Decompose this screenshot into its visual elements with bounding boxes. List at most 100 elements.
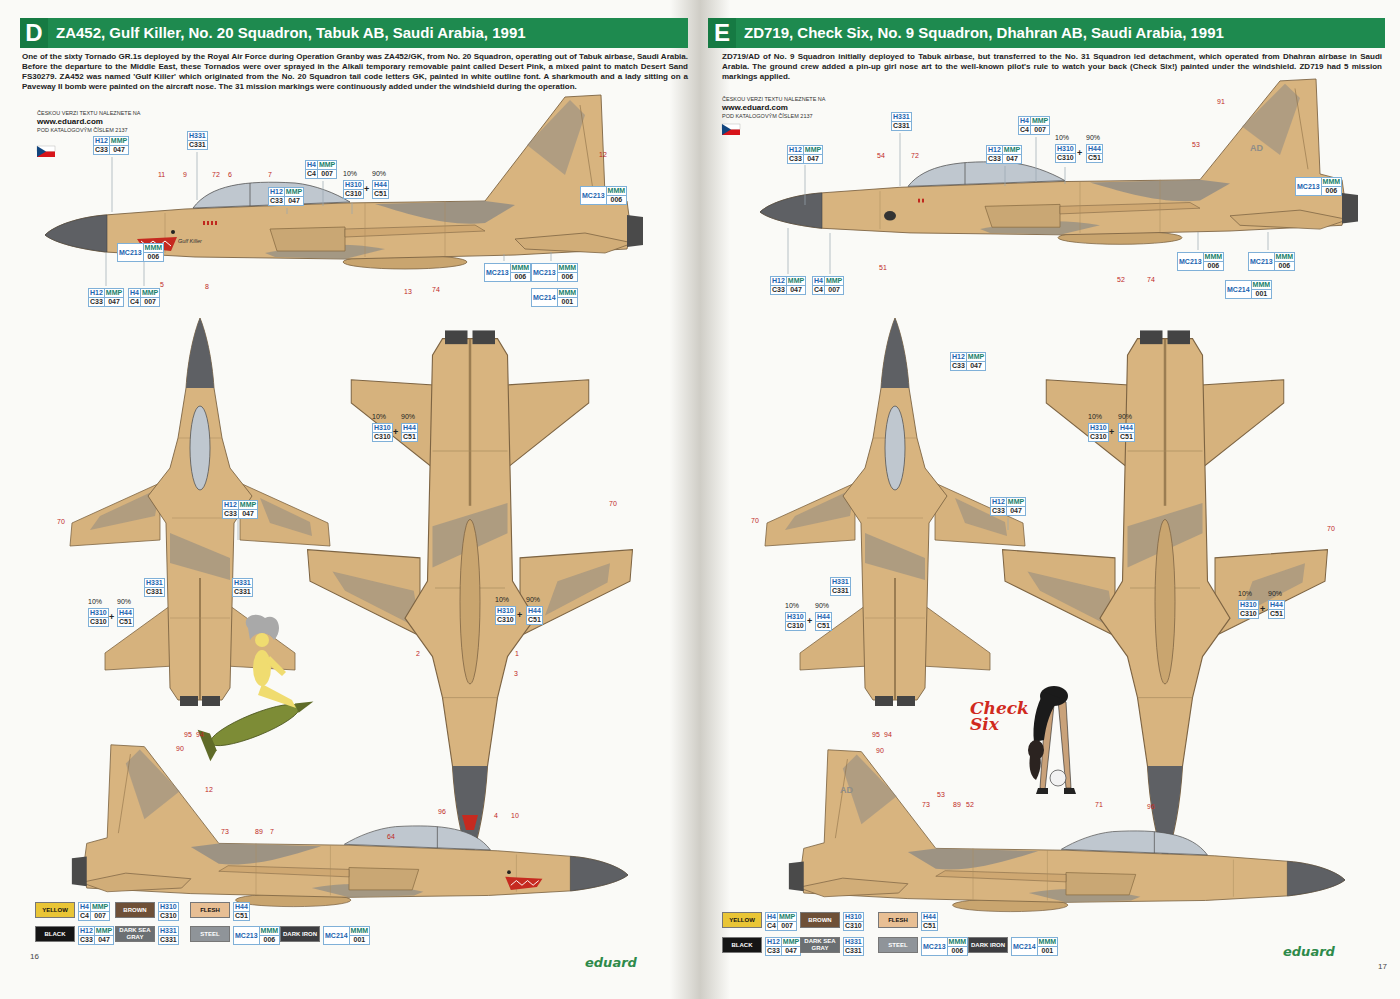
color-name: DARK SEA GRAY bbox=[116, 927, 154, 941]
paint-code: MC214 bbox=[1011, 937, 1038, 956]
callout-number: 96 bbox=[438, 808, 446, 816]
callout-number: 64 bbox=[387, 833, 395, 841]
paint-code: C310 bbox=[843, 921, 864, 931]
paint-code: C310 bbox=[88, 617, 109, 627]
paint-code: C331 bbox=[187, 140, 208, 150]
callout-number: 73 bbox=[922, 801, 930, 809]
paint-code: C51 bbox=[1118, 432, 1135, 442]
aircraft-bottom-view bbox=[308, 330, 633, 862]
color-name: BLACK bbox=[45, 931, 66, 938]
color-swatch: DARK IRON bbox=[280, 926, 320, 942]
paint-code-box: H12MMPC33047 bbox=[78, 926, 113, 944]
callout-number: 70 bbox=[57, 518, 65, 526]
callout-number: 9 bbox=[183, 171, 187, 179]
callout-number: 11 bbox=[158, 171, 165, 179]
paint-code-box: H331C331 bbox=[144, 578, 164, 596]
leader-lines bbox=[551, 252, 552, 261]
paint-code: MC213 bbox=[1177, 252, 1204, 271]
color-swatch: FLESH bbox=[190, 902, 230, 918]
paint-code-box: MC213MMM006 bbox=[1295, 177, 1341, 195]
aircraft-side-view bbox=[211, 221, 213, 225]
paint-code-box: H4MMPC4007 bbox=[305, 160, 336, 178]
paint-code: 047 bbox=[803, 154, 823, 164]
paint-code-box: MC213MMM006 bbox=[580, 186, 626, 204]
sharkmouth bbox=[462, 815, 478, 830]
mix-plus: + bbox=[1260, 605, 1265, 614]
callout-number: 94 bbox=[196, 731, 204, 739]
callout-number: 52 bbox=[966, 801, 974, 809]
paint-code: C51 bbox=[1268, 609, 1285, 619]
aircraft-top-view bbox=[885, 406, 905, 490]
leader-lines bbox=[106, 133, 1268, 540]
aircraft-top-view bbox=[70, 318, 330, 706]
callout-number: 8 bbox=[205, 283, 209, 291]
option-letter: D bbox=[20, 18, 48, 48]
callout-number: 2 bbox=[416, 650, 420, 658]
paint-code: C310 bbox=[1088, 432, 1109, 442]
paint-code: 047 bbox=[786, 285, 806, 295]
tail-code: AD bbox=[840, 785, 853, 795]
color-name: STEEL bbox=[888, 942, 907, 949]
paint-code: 047 bbox=[1002, 154, 1022, 164]
paint-code: 006 bbox=[1321, 186, 1343, 196]
callout-number: 96 bbox=[1147, 803, 1155, 811]
leader-lines bbox=[1036, 137, 1037, 182]
paint-code: C33 bbox=[770, 285, 787, 295]
nose-art-lady bbox=[253, 650, 271, 686]
mix-plus: + bbox=[1077, 149, 1082, 158]
paint-code: 006 bbox=[606, 195, 628, 205]
paint-code: 006 bbox=[1274, 261, 1296, 271]
color-name: FLESH bbox=[200, 907, 220, 914]
color-swatch: DARK SEA GRAY bbox=[800, 937, 840, 953]
color-swatch: STEEL bbox=[190, 926, 230, 942]
aircraft-top-view bbox=[765, 318, 1025, 706]
paint-code: 006 bbox=[947, 946, 969, 956]
paint-code-box: H12MMPC33047 bbox=[986, 145, 1021, 163]
paint-code-box: H331C331 bbox=[187, 131, 207, 149]
aircraft-side-view bbox=[72, 745, 628, 907]
leader-lines bbox=[788, 228, 789, 274]
aircraft-side-view bbox=[922, 199, 924, 203]
czech-note: ČESKOU VERZI TEXTU NALEZNETE NA bbox=[722, 96, 826, 102]
paint-code-box: MC214MMM001 bbox=[1225, 280, 1271, 298]
paint-code: MC213 bbox=[1295, 177, 1322, 196]
callout-number: 12 bbox=[599, 151, 607, 159]
paint-code-box: H44C51 bbox=[921, 912, 937, 930]
paint-code: C51 bbox=[401, 432, 418, 442]
leader-lines bbox=[1198, 232, 1199, 250]
czech-note: POD KATALOGOVÝM ČÍSLEM 2137 bbox=[722, 113, 813, 119]
callout-number: 95 bbox=[184, 731, 192, 739]
color-name: DARK IRON bbox=[283, 931, 317, 938]
mix-plus: + bbox=[517, 611, 522, 620]
paint-code-box: H331C331 bbox=[830, 577, 850, 595]
color-name: DARK IRON bbox=[971, 942, 1005, 949]
paint-code-box: H310C310 bbox=[843, 912, 863, 930]
aircraft-side-view bbox=[215, 221, 217, 225]
leader-lines bbox=[323, 181, 324, 206]
paint-code: 006 bbox=[143, 252, 165, 262]
paint-code: 047 bbox=[781, 946, 801, 956]
paint-code: C51 bbox=[1086, 153, 1103, 163]
paint-code: MC213 bbox=[531, 263, 558, 282]
leader-lines bbox=[238, 519, 239, 540]
description-text: ZD719/AD of No. 9 Squadron initially dep… bbox=[722, 52, 1382, 82]
aircraft-side-view bbox=[505, 870, 542, 890]
mix-percentage: 90% bbox=[815, 602, 829, 610]
paint-code: C51 bbox=[372, 189, 389, 199]
paint-code: MC214 bbox=[1225, 280, 1252, 299]
paint-code-box: H4MMPC4007 bbox=[812, 276, 843, 294]
color-name: FLESH bbox=[888, 917, 908, 924]
callout-number: 7 bbox=[268, 171, 272, 179]
nose-art-pinup bbox=[1033, 692, 1060, 742]
color-name: STEEL bbox=[200, 931, 219, 938]
paint-code-box: H44C51 bbox=[401, 423, 417, 441]
aircraft-side-view bbox=[884, 211, 896, 221]
color-swatch: DARK SEA GRAY bbox=[115, 926, 155, 942]
mix-percentage: 10% bbox=[1055, 134, 1069, 142]
paint-code: C310 bbox=[343, 189, 364, 199]
callout-number: 53 bbox=[1192, 141, 1200, 149]
paint-code-box: H12MMPC33047 bbox=[787, 145, 822, 163]
paint-code-box: H12MMPC33047 bbox=[268, 187, 303, 205]
mix-percentage: 10% bbox=[1088, 413, 1102, 421]
option-letter: E bbox=[708, 18, 736, 48]
